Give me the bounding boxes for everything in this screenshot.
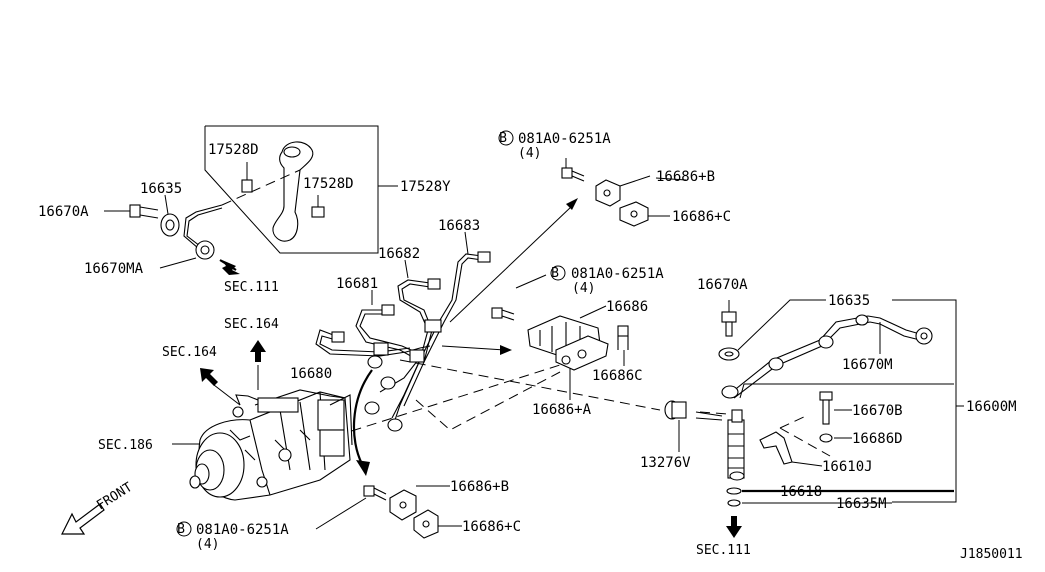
spring-icon: [695, 411, 723, 421]
label-16670A-right: 16670A: [697, 277, 748, 293]
bolt-16670B-icon: [819, 391, 833, 401]
label-sec111-top: SEC.111: [224, 280, 279, 295]
arrow-sec111-bottom-icon: [726, 516, 742, 538]
b-mark-circle: [498, 130, 514, 146]
front-arrow-icon: [61, 503, 105, 535]
label-16686D: 16686D: [852, 431, 903, 447]
label-16686C-bottom: 16686+C: [462, 519, 521, 535]
label-16681: 16681: [336, 276, 378, 292]
injector-icon: [727, 409, 745, 481]
label-sec164-b: SEC.164: [162, 345, 217, 360]
label-bolt-top-qty: (4): [518, 146, 541, 161]
label-16670M: 16670M: [842, 357, 893, 373]
label-17528D-b: 17528D: [303, 176, 354, 192]
bolt-16670A-icon: [129, 204, 141, 218]
label-17528D-a: 17528D: [208, 142, 259, 158]
label-front: FRONT: [94, 480, 135, 514]
o-ring-16618-icon: [726, 487, 742, 495]
pipe-16670MA-icon: [183, 204, 223, 249]
b-mark-circle: [550, 265, 566, 281]
pipe-clamp-icon: [409, 349, 425, 363]
pipe-clamp-icon: [424, 319, 442, 333]
label-sec111-bottom: SEC.111: [696, 543, 751, 558]
pipe-16682-icon: [391, 279, 431, 419]
label-13276V: 13276V: [640, 455, 691, 471]
washer-16635M-icon: [727, 499, 741, 507]
label-sec186: SEC.186: [98, 438, 153, 453]
pipe-16683-icon: [394, 253, 483, 421]
inset-box-outline: [204, 125, 379, 254]
clamp-icon: [241, 179, 253, 193]
bolt-icon: [491, 307, 503, 319]
label-16686B-bottom: 16686+B: [450, 479, 509, 495]
arrow-sec164-icon: [250, 340, 266, 362]
label-16610J: 16610J: [822, 459, 873, 475]
label-bolt-bottom: 081A0-6251A: [196, 522, 289, 538]
arrow-icon: [566, 198, 578, 210]
label-sec164-a: SEC.164: [224, 317, 279, 332]
pipe-clamp-icon: [373, 342, 389, 356]
label-16686C-mid: 16686C: [592, 368, 643, 384]
label-bolt-top: 081A0-6251A: [518, 131, 611, 147]
bolt-icon: [561, 167, 573, 179]
label-16670MA: 16670MA: [84, 261, 144, 277]
label-16670A-left: 16670A: [38, 204, 89, 220]
label-16686C-top: 16686+C: [672, 209, 731, 225]
hose-end-icon: [283, 146, 301, 158]
label-16686: 16686: [606, 299, 648, 315]
b-mark-mid: B: [551, 266, 559, 281]
drawing-number: J1850011: [960, 547, 1023, 562]
b-mark-bottom: B: [177, 522, 185, 537]
label-16635-right: 16635: [828, 293, 870, 309]
pipe-16680-icon: [315, 329, 431, 357]
label-16682: 16682: [378, 246, 420, 262]
label-16618: 16618: [780, 484, 822, 500]
label-16600M: 16600M: [966, 399, 1017, 415]
bolt-16686C-icon: [617, 325, 629, 337]
label-17528Y: 17528Y: [400, 179, 451, 195]
label-16670B: 16670B: [852, 403, 903, 419]
label-16686B-top: 16686+B: [656, 169, 715, 185]
label-16686A: 16686+A: [532, 402, 592, 418]
arrow-icon: [356, 460, 370, 476]
label-bolt-mid: 081A0-6251A: [571, 266, 664, 282]
clamp-16610J-icon: [759, 431, 793, 465]
b-mark-circle: [176, 521, 192, 537]
label-bolt-bottom-qty: (4): [196, 537, 219, 552]
hose-17528D-icon: [272, 141, 314, 242]
label-16680: 16680: [290, 366, 332, 382]
clamp-icon: [311, 206, 325, 218]
arrow-sec164-icon: [200, 368, 218, 386]
washer-16686D-icon: [819, 433, 833, 443]
label-16635M: 16635M: [836, 496, 887, 512]
b-mark-top: B: [499, 131, 507, 146]
label-16683: 16683: [438, 218, 480, 234]
pipe-16670M-icon: [731, 315, 921, 393]
bolt-16670A-right-icon: [721, 311, 737, 323]
arrow-icon: [500, 345, 512, 355]
label-16635-left: 16635: [140, 181, 182, 197]
label-bolt-mid-qty: (4): [572, 281, 595, 296]
injection-pump-icon: [189, 389, 353, 501]
bolt-icon: [363, 485, 375, 497]
